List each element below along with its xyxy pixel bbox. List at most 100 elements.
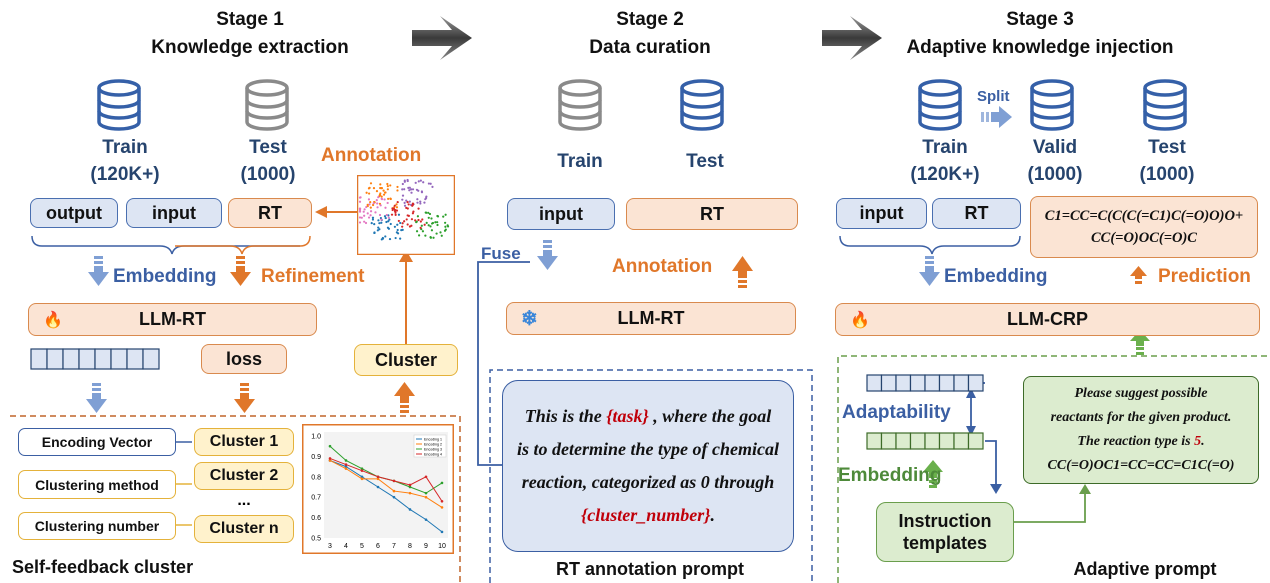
x-tick-label: 7 bbox=[392, 543, 396, 550]
adaptability-label: Adaptability bbox=[842, 402, 951, 423]
scatter-dot bbox=[389, 184, 392, 187]
refinement-arrow bbox=[230, 256, 251, 286]
scatter-dot bbox=[383, 198, 386, 201]
cluster2-box: Cluster 2 bbox=[194, 462, 294, 490]
scatter-dot bbox=[358, 208, 362, 211]
encoding-vector-box: Encoding Vector bbox=[18, 428, 176, 456]
bracket-orange bbox=[175, 235, 311, 255]
scatter-dot bbox=[403, 201, 406, 205]
fire-icon: 🔥 bbox=[43, 312, 63, 329]
scatter-dot bbox=[393, 204, 396, 207]
series-point bbox=[328, 459, 332, 462]
scatter-dot bbox=[379, 204, 382, 207]
scatter-dot bbox=[384, 235, 387, 238]
scatter-dot bbox=[427, 211, 430, 214]
bracket-blue-s3 bbox=[839, 235, 1021, 255]
s3-embedding-label: Embedding bbox=[944, 266, 1048, 287]
scatter-dot bbox=[358, 210, 362, 213]
series-point bbox=[424, 491, 428, 495]
scatter-dot bbox=[365, 191, 368, 194]
database-icon-gray bbox=[245, 79, 289, 131]
scatter-dot bbox=[379, 187, 383, 190]
scatter-dot bbox=[386, 188, 389, 191]
database-icon bbox=[680, 79, 724, 131]
scatter-dot bbox=[369, 206, 372, 209]
series-point bbox=[376, 485, 380, 489]
cluster1-box: Cluster 1 bbox=[194, 428, 294, 456]
scatter-dot bbox=[432, 236, 435, 239]
series-point bbox=[440, 530, 444, 534]
scatter-dot bbox=[405, 218, 408, 221]
scatter-dot bbox=[401, 194, 405, 197]
s1-embedding-label: Embedding bbox=[113, 266, 217, 287]
scatter-dot bbox=[444, 221, 447, 224]
series-point bbox=[344, 463, 348, 466]
scatter-dot bbox=[429, 225, 432, 228]
s1-annotation-label: Annotation bbox=[321, 145, 422, 166]
stage2-to-stage3-arrow bbox=[822, 16, 882, 60]
embedding-to-instruction bbox=[985, 440, 997, 488]
s1-test-text: Test bbox=[249, 137, 287, 158]
scatter-dot bbox=[375, 190, 379, 193]
scatter-dot bbox=[411, 204, 414, 207]
s1-test-label: Test (1000) bbox=[218, 134, 318, 188]
cluster-box: Cluster bbox=[354, 344, 458, 376]
scatter-dot bbox=[401, 188, 404, 191]
series-point bbox=[344, 465, 348, 468]
series-point bbox=[440, 506, 444, 509]
scatter-dot bbox=[395, 203, 398, 206]
series-line bbox=[329, 460, 443, 508]
scatter-dot bbox=[384, 216, 387, 220]
s1-model-name: LLM-RT bbox=[139, 309, 206, 329]
scatter-dot bbox=[401, 182, 404, 186]
scatter-dot bbox=[363, 214, 366, 217]
series-point bbox=[360, 477, 364, 481]
adaptability-vector-cells bbox=[866, 374, 984, 392]
x-tick-label: 5 bbox=[360, 543, 364, 550]
x-tick-label: 10 bbox=[438, 543, 446, 550]
scatter-dot bbox=[406, 223, 409, 226]
scatter-dot bbox=[377, 226, 380, 229]
series-point bbox=[424, 475, 428, 479]
scatter-dot bbox=[378, 222, 381, 225]
scatter-dot bbox=[429, 236, 432, 239]
stage2-name: Data curation bbox=[589, 37, 711, 58]
scatter-dot bbox=[415, 230, 419, 233]
x-tick-label: 9 bbox=[424, 543, 428, 550]
scatter-dot bbox=[411, 202, 415, 205]
scatter-dot bbox=[371, 218, 375, 221]
legend-box bbox=[413, 434, 447, 458]
series-point bbox=[392, 495, 396, 499]
prompt-part: , where the goal is to determine the typ… bbox=[517, 406, 779, 492]
scatter-dot bbox=[358, 216, 362, 219]
scatter-dot bbox=[431, 185, 434, 188]
scatter-dot bbox=[393, 225, 397, 228]
scatter-dot bbox=[406, 200, 409, 204]
scatter-dot bbox=[384, 206, 387, 209]
series-point bbox=[440, 481, 444, 485]
scatter-dot bbox=[405, 199, 408, 202]
scatter-dot bbox=[430, 222, 434, 225]
scatter-dot bbox=[396, 223, 399, 226]
s1-train-count: (120K+) bbox=[90, 164, 160, 185]
annotation-up-arrow bbox=[732, 256, 753, 288]
scatter-dot bbox=[369, 182, 373, 185]
scatter-dot bbox=[417, 180, 420, 183]
rt-annotation-label: RT annotation prompt bbox=[556, 559, 744, 579]
scatter-dot bbox=[421, 218, 424, 221]
prompt-line: The reaction type is 5. bbox=[1077, 430, 1204, 454]
scatter-dot bbox=[410, 191, 413, 194]
scatter-dot bbox=[372, 202, 375, 205]
database-icon bbox=[918, 79, 962, 131]
scatter-dot bbox=[423, 223, 426, 226]
scatter-dot bbox=[396, 189, 399, 192]
series-point bbox=[344, 467, 348, 470]
y-tick-label: 0.5 bbox=[311, 536, 321, 543]
scatter-dot bbox=[401, 222, 404, 225]
scatter-dot bbox=[397, 219, 400, 223]
scatter-dot bbox=[396, 185, 399, 189]
scatter-dot bbox=[443, 229, 447, 232]
database-icon bbox=[97, 79, 141, 131]
scatter-dot bbox=[385, 213, 388, 217]
scatter-dot bbox=[396, 228, 399, 232]
